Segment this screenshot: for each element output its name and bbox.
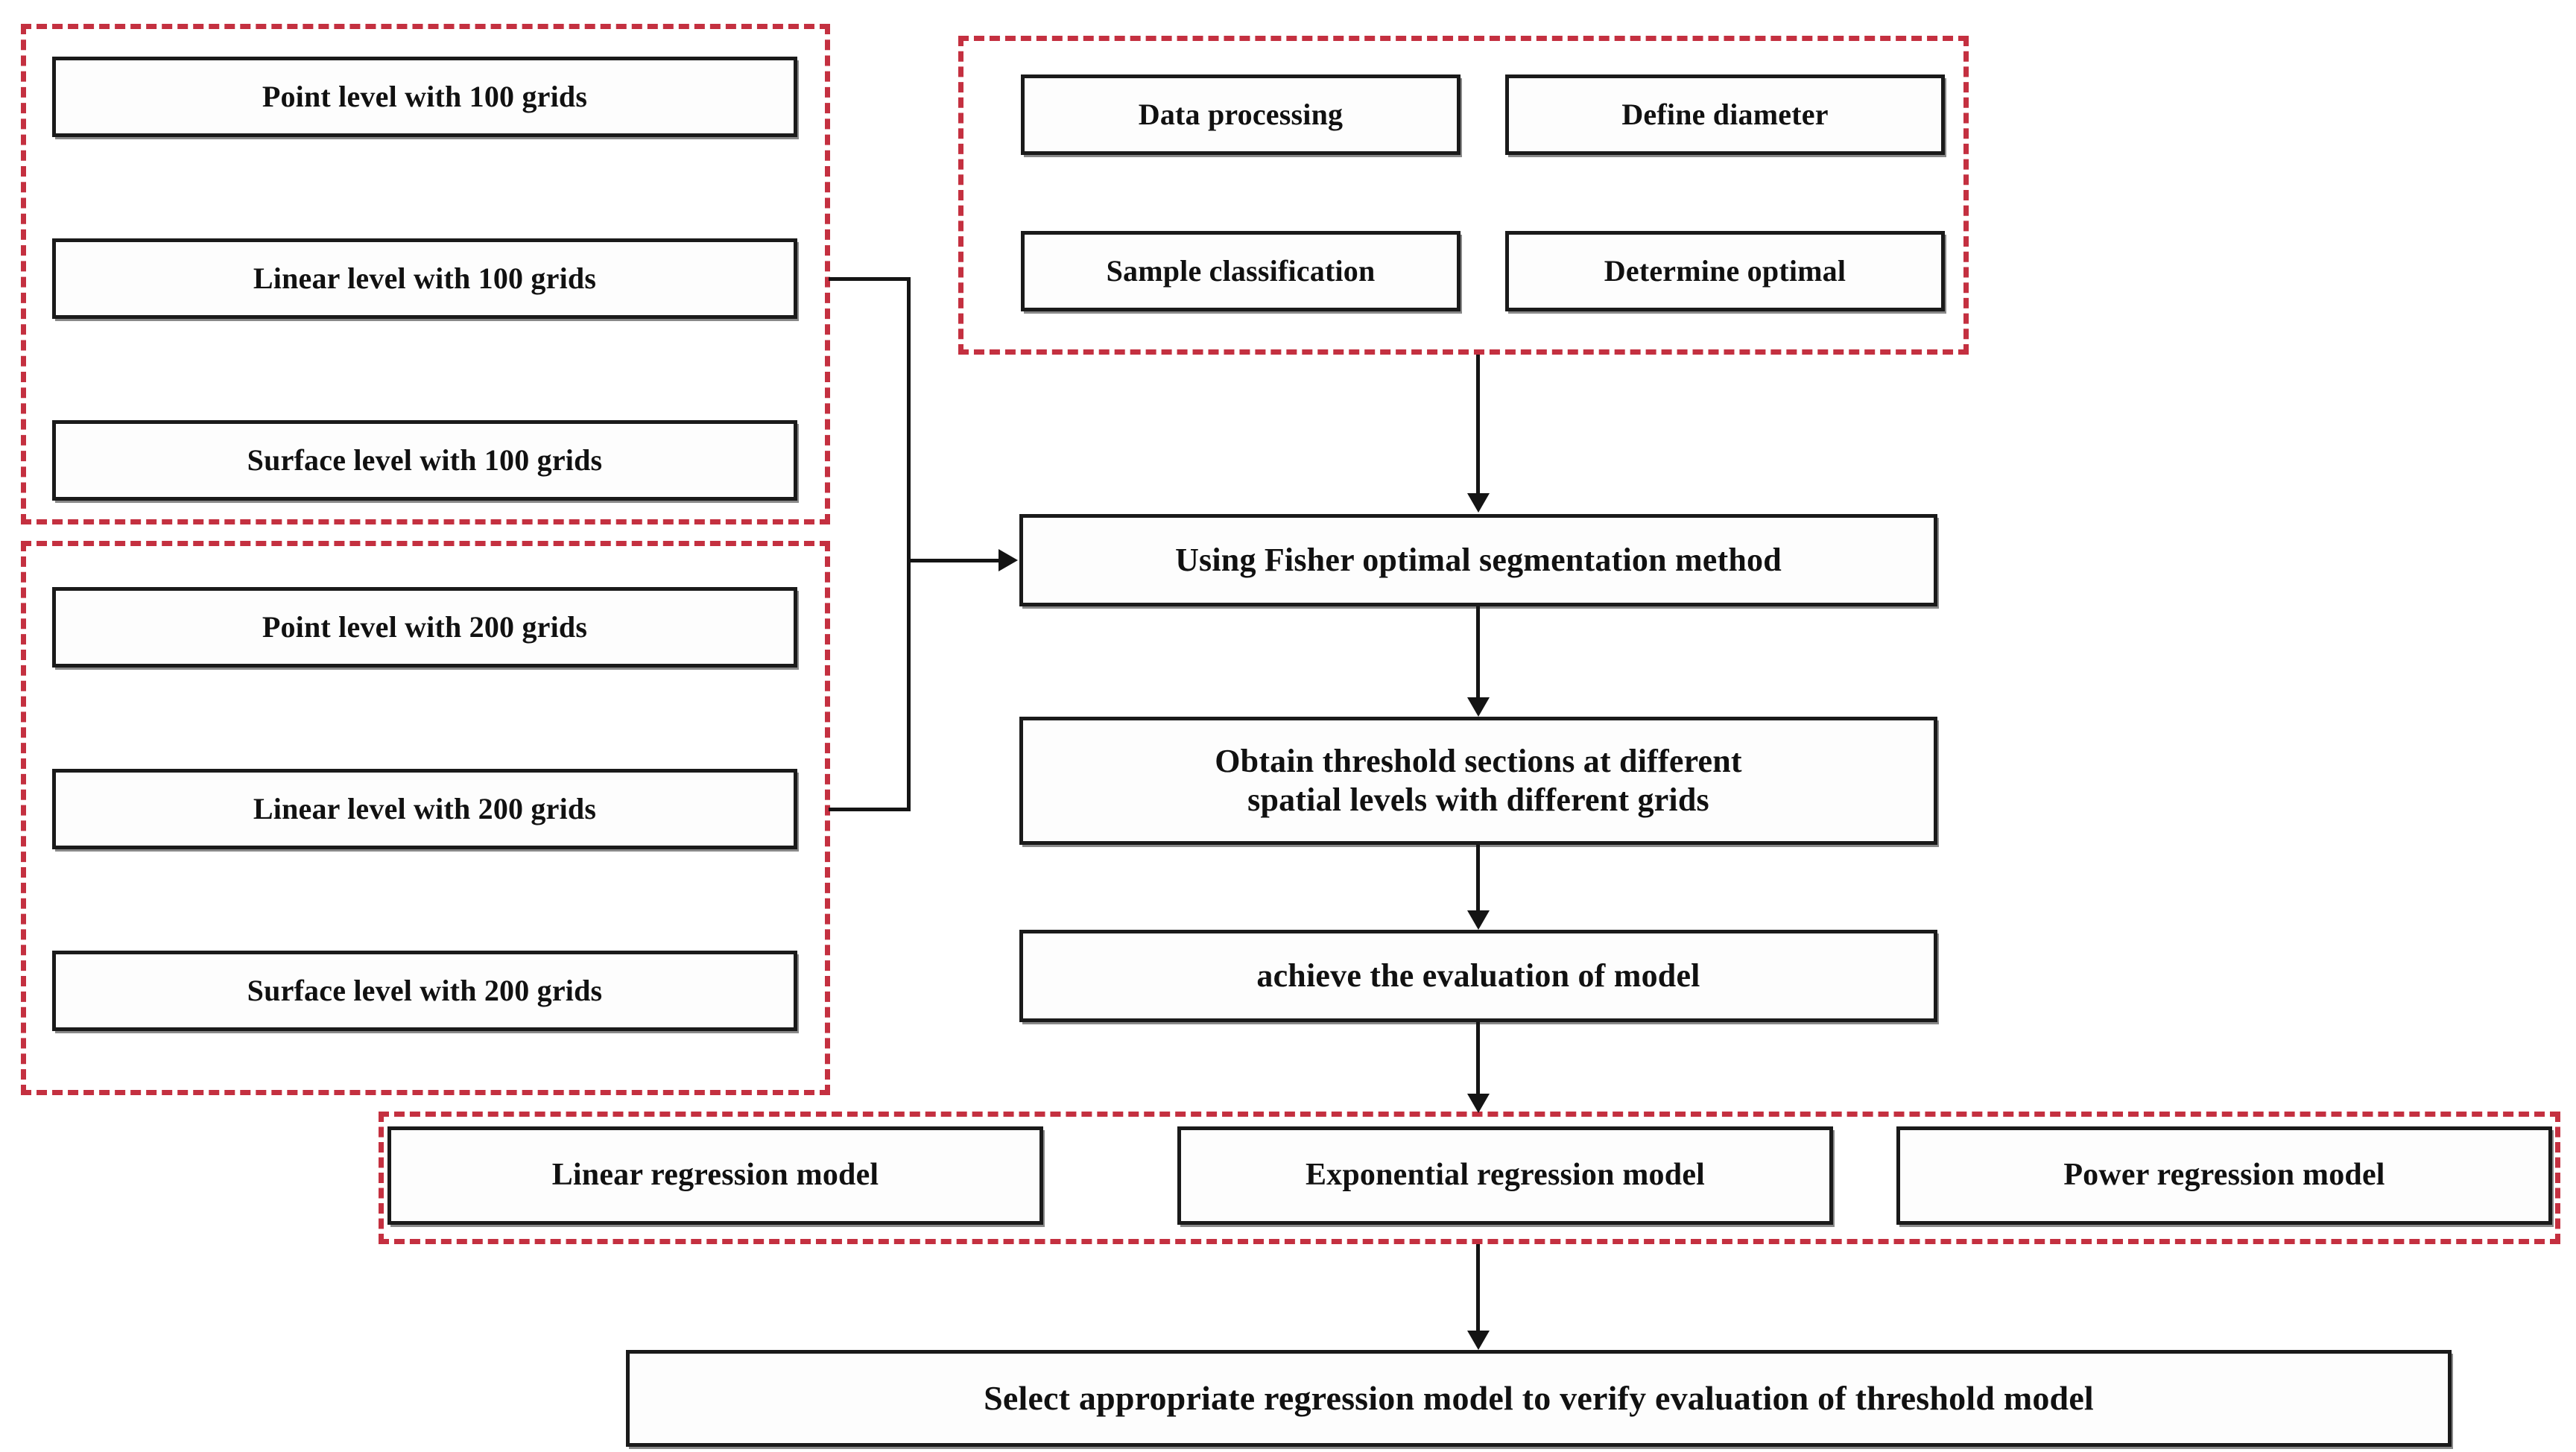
node-label: Point level with 100 grids (262, 80, 588, 114)
node-using-fisher-optimal-segmentation-method[interactable]: Using Fisher optimal segmentation method (1019, 514, 1937, 606)
node-determine-optimal[interactable]: Determine optimal (1505, 231, 1945, 311)
node-label: Surface level with 100 grids (247, 443, 603, 478)
connector-bracket-spine (907, 277, 911, 811)
node-label: Linear regression model (551, 1158, 879, 1193)
connector-threshold-to-evaluation (1476, 845, 1480, 912)
node-label: achieve the evaluation of model (1256, 957, 1700, 995)
group-frame-200-grids (21, 541, 830, 1095)
arrowhead-into-fisher (999, 549, 1018, 571)
node-data-processing[interactable]: Data processing (1021, 74, 1461, 155)
node-label: Sample classification (1106, 254, 1376, 288)
node-label: Linear level with 100 grids (253, 261, 597, 296)
group-frame-method-steps (958, 36, 1969, 355)
node-sample-classification[interactable]: Sample classification (1021, 231, 1461, 311)
node-label: Exponential regression model (1305, 1158, 1706, 1193)
node-label: Surface level with 200 grids (247, 974, 603, 1008)
node-exponential-regression-model[interactable]: Exponential regression model (1177, 1126, 1833, 1225)
node-surface-level-200-grids[interactable]: Surface level with 200 grids (52, 951, 797, 1031)
arrowhead-into-evaluation (1467, 910, 1490, 930)
node-label: Using Fisher optimal segmentation method (1175, 542, 1782, 579)
node-label: Power regression model (2063, 1158, 2385, 1193)
node-label: Point level with 200 grids (262, 610, 588, 644)
group-frame-100-grids (21, 24, 830, 524)
node-label: Determine optimal (1604, 254, 1846, 288)
connector-bracket-to-fisher (907, 559, 1000, 562)
node-linear-level-200-grids[interactable]: Linear level with 200 grids (52, 769, 797, 849)
node-obtain-threshold-sections[interactable]: Obtain threshold sections at different s… (1019, 717, 1937, 845)
node-label: Select appropriate regression model to v… (984, 1378, 2094, 1417)
arrowhead-into-conclusion (1467, 1331, 1490, 1350)
connector-evaluation-to-regression (1476, 1022, 1480, 1097)
node-surface-level-100-grids[interactable]: Surface level with 100 grids (52, 420, 797, 501)
node-label: Linear level with 200 grids (253, 792, 597, 826)
node-point-level-200-grids[interactable]: Point level with 200 grids (52, 587, 797, 668)
node-label: Data processing (1138, 98, 1344, 132)
connector-fisher-to-threshold (1476, 606, 1480, 699)
node-power-regression-model[interactable]: Power regression model (1896, 1126, 2552, 1225)
connector-bracket-bottom-stub (829, 808, 911, 811)
node-linear-level-100-grids[interactable]: Linear level with 100 grids (52, 238, 797, 319)
arrowhead-into-regression-group (1467, 1094, 1490, 1113)
node-select-appropriate-regression-model[interactable]: Select appropriate regression model to v… (626, 1350, 2452, 1447)
connector-regression-to-conclusion (1476, 1244, 1480, 1332)
arrowhead-into-threshold (1467, 697, 1490, 717)
arrowhead-into-fisher-top (1467, 493, 1490, 513)
connector-bracket-top-stub (829, 277, 911, 281)
node-point-level-100-grids[interactable]: Point level with 100 grids (52, 57, 797, 137)
node-label-line-2: spatial levels with different grids (1247, 782, 1709, 818)
node-define-diameter[interactable]: Define diameter (1505, 74, 1945, 155)
node-linear-regression-model[interactable]: Linear regression model (387, 1126, 1043, 1225)
node-label-line-1: Obtain threshold sections at different (1215, 743, 1742, 780)
node-achieve-evaluation-of-model[interactable]: achieve the evaluation of model (1019, 930, 1937, 1022)
group-frame-regression-models (379, 1112, 2560, 1244)
connector-method-to-fisher (1476, 355, 1480, 495)
node-label: Define diameter (1621, 98, 1829, 132)
